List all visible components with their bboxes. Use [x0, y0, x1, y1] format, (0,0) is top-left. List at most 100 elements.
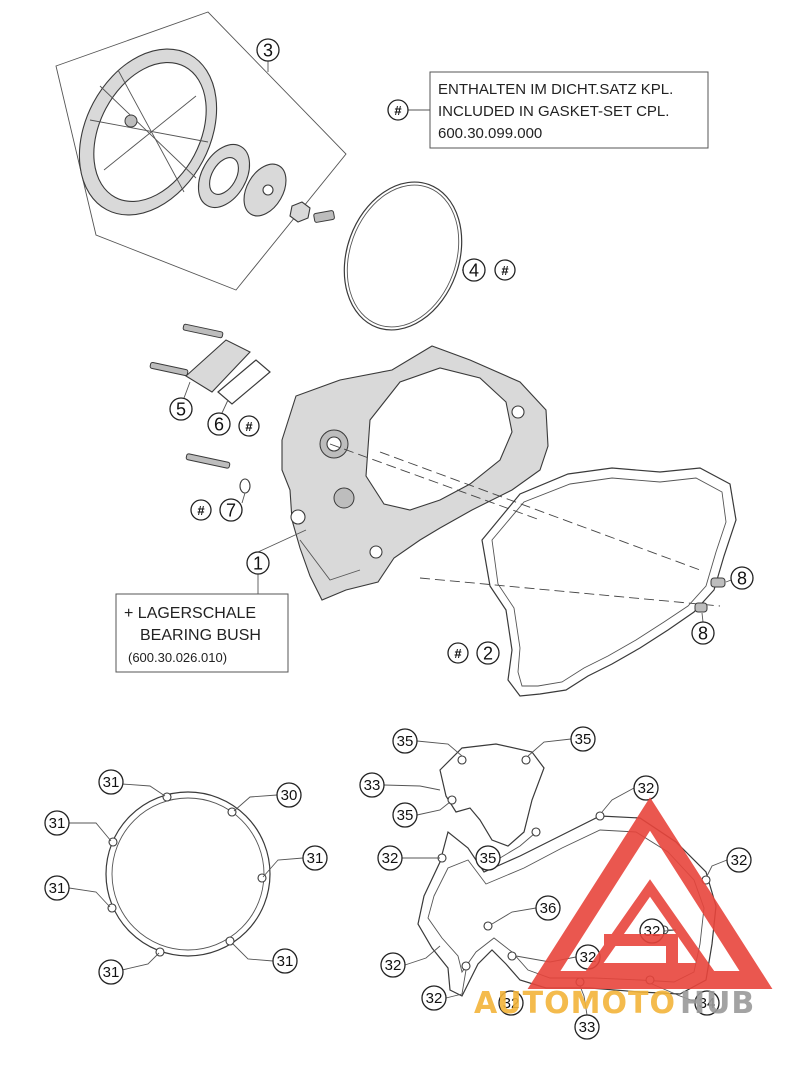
dowel-8b [694, 602, 708, 613]
callout-circle [570, 726, 596, 752]
callout-label: # [394, 103, 402, 118]
callout-circle [302, 845, 328, 871]
callout-32: 32 [380, 952, 406, 978]
callout-label: 34 [699, 995, 716, 1012]
leader-line [527, 738, 572, 757]
callout-32: 32 [633, 775, 659, 801]
leader-line [499, 833, 535, 859]
callout-35: 35 [570, 726, 596, 752]
engine-cover-face [365, 367, 513, 511]
callout-circle [462, 258, 486, 282]
alignment-line [329, 443, 541, 521]
callout-label: 32 [731, 852, 748, 869]
callout-circle [633, 775, 659, 801]
rotor-disc-inner [209, 157, 239, 195]
nut [289, 201, 311, 223]
gasket-note-line-2: INCLUDED IN GASKET-SET CPL. [438, 103, 669, 120]
bearing-bush-note-box [115, 593, 289, 673]
cover-rib [99, 85, 197, 179]
watermark-triangle-inner [584, 879, 716, 973]
leader-line [445, 969, 467, 999]
callout-label: # [454, 646, 462, 661]
callout-circle [380, 952, 406, 978]
callout-31: 31 [98, 959, 124, 985]
round-gasket-assembly [68, 783, 304, 971]
leader-line [231, 942, 274, 962]
callout-label: 32 [385, 957, 402, 974]
callout-circle [44, 875, 70, 901]
callout-label: 33 [364, 777, 381, 794]
cover-rib [89, 119, 209, 143]
callout-circle [475, 845, 501, 871]
callout-circle [219, 498, 243, 522]
callout-circle [726, 847, 752, 873]
callout-circle [421, 985, 447, 1011]
callout-label: 6 [214, 415, 224, 435]
leader-line [491, 907, 537, 925]
cover-gasket-2-inner [491, 477, 727, 687]
callout-label: 4 [469, 261, 479, 281]
gasket-hole [108, 837, 118, 847]
gasket-hole [483, 921, 493, 931]
callout-label: 31 [49, 880, 66, 897]
callout-31: 31 [44, 875, 70, 901]
leader-line [706, 859, 728, 877]
gasket-hole [595, 811, 605, 821]
o-ring-4 [343, 181, 463, 331]
callout-35: 35 [392, 802, 418, 828]
gasket-hole [507, 951, 517, 961]
callout-circle [535, 895, 561, 921]
callout-34: 34 [694, 990, 720, 1016]
bearing-bush-note: + LAGERSCHALE BEARING BUSH (600.30.026.0… [115, 593, 289, 673]
round-gasket-inner [111, 797, 265, 951]
inner-gasket-upper [439, 743, 545, 847]
callout-label: 3 [263, 41, 273, 61]
callout-circle [387, 99, 409, 121]
callout-31: 31 [302, 845, 328, 871]
callout-label: 32 [503, 995, 520, 1012]
callout-label: 31 [103, 774, 120, 791]
boss-right [511, 405, 525, 419]
callout-label: 35 [575, 731, 592, 748]
callout-4: 4 [462, 258, 486, 282]
callout-label: # [245, 419, 253, 434]
leader-line [233, 794, 278, 812]
callout-circle [476, 641, 500, 665]
callout-7: 7 [219, 498, 243, 522]
gasket-hole [227, 807, 237, 817]
callout-32: 32 [726, 847, 752, 873]
callout-hash: # [238, 415, 260, 437]
plate-5 [185, 339, 251, 393]
leader-line [601, 787, 635, 813]
callout-5: 5 [169, 397, 193, 421]
callout-label: # [197, 503, 205, 518]
callout-hash: # [494, 259, 516, 281]
callout-8: 8 [730, 566, 754, 590]
callout-circle [377, 845, 403, 871]
callout-hash: # [190, 499, 212, 521]
leader-line [262, 857, 304, 878]
callout-circle [44, 810, 70, 836]
callout-circle [447, 642, 469, 664]
callout-circle [392, 728, 418, 754]
callout-label: 7 [226, 501, 236, 521]
callout-31: 31 [98, 769, 124, 795]
gasket-note-line-3: 600.30.099.000 [438, 125, 542, 142]
leader-line [416, 740, 463, 757]
bush-note-line-3: (600.30.026.010) [128, 650, 227, 665]
engine-cover-1 [281, 345, 549, 601]
callout-circle [207, 412, 231, 436]
dowel-8a [710, 577, 726, 588]
callout-circle [246, 551, 270, 575]
gasket-hole [461, 961, 471, 971]
gasket-6 [217, 359, 271, 405]
callout-label: 35 [480, 850, 497, 867]
bearing-bore [326, 436, 342, 452]
gasket-note-line-1: ENTHALTEN IM DICHT.SATZ KPL. [438, 81, 673, 98]
callout-label: 31 [307, 850, 324, 867]
callout-circle [98, 959, 124, 985]
watermark-triangle [527, 797, 773, 989]
callout-circle [498, 990, 524, 1016]
screw [313, 210, 335, 223]
